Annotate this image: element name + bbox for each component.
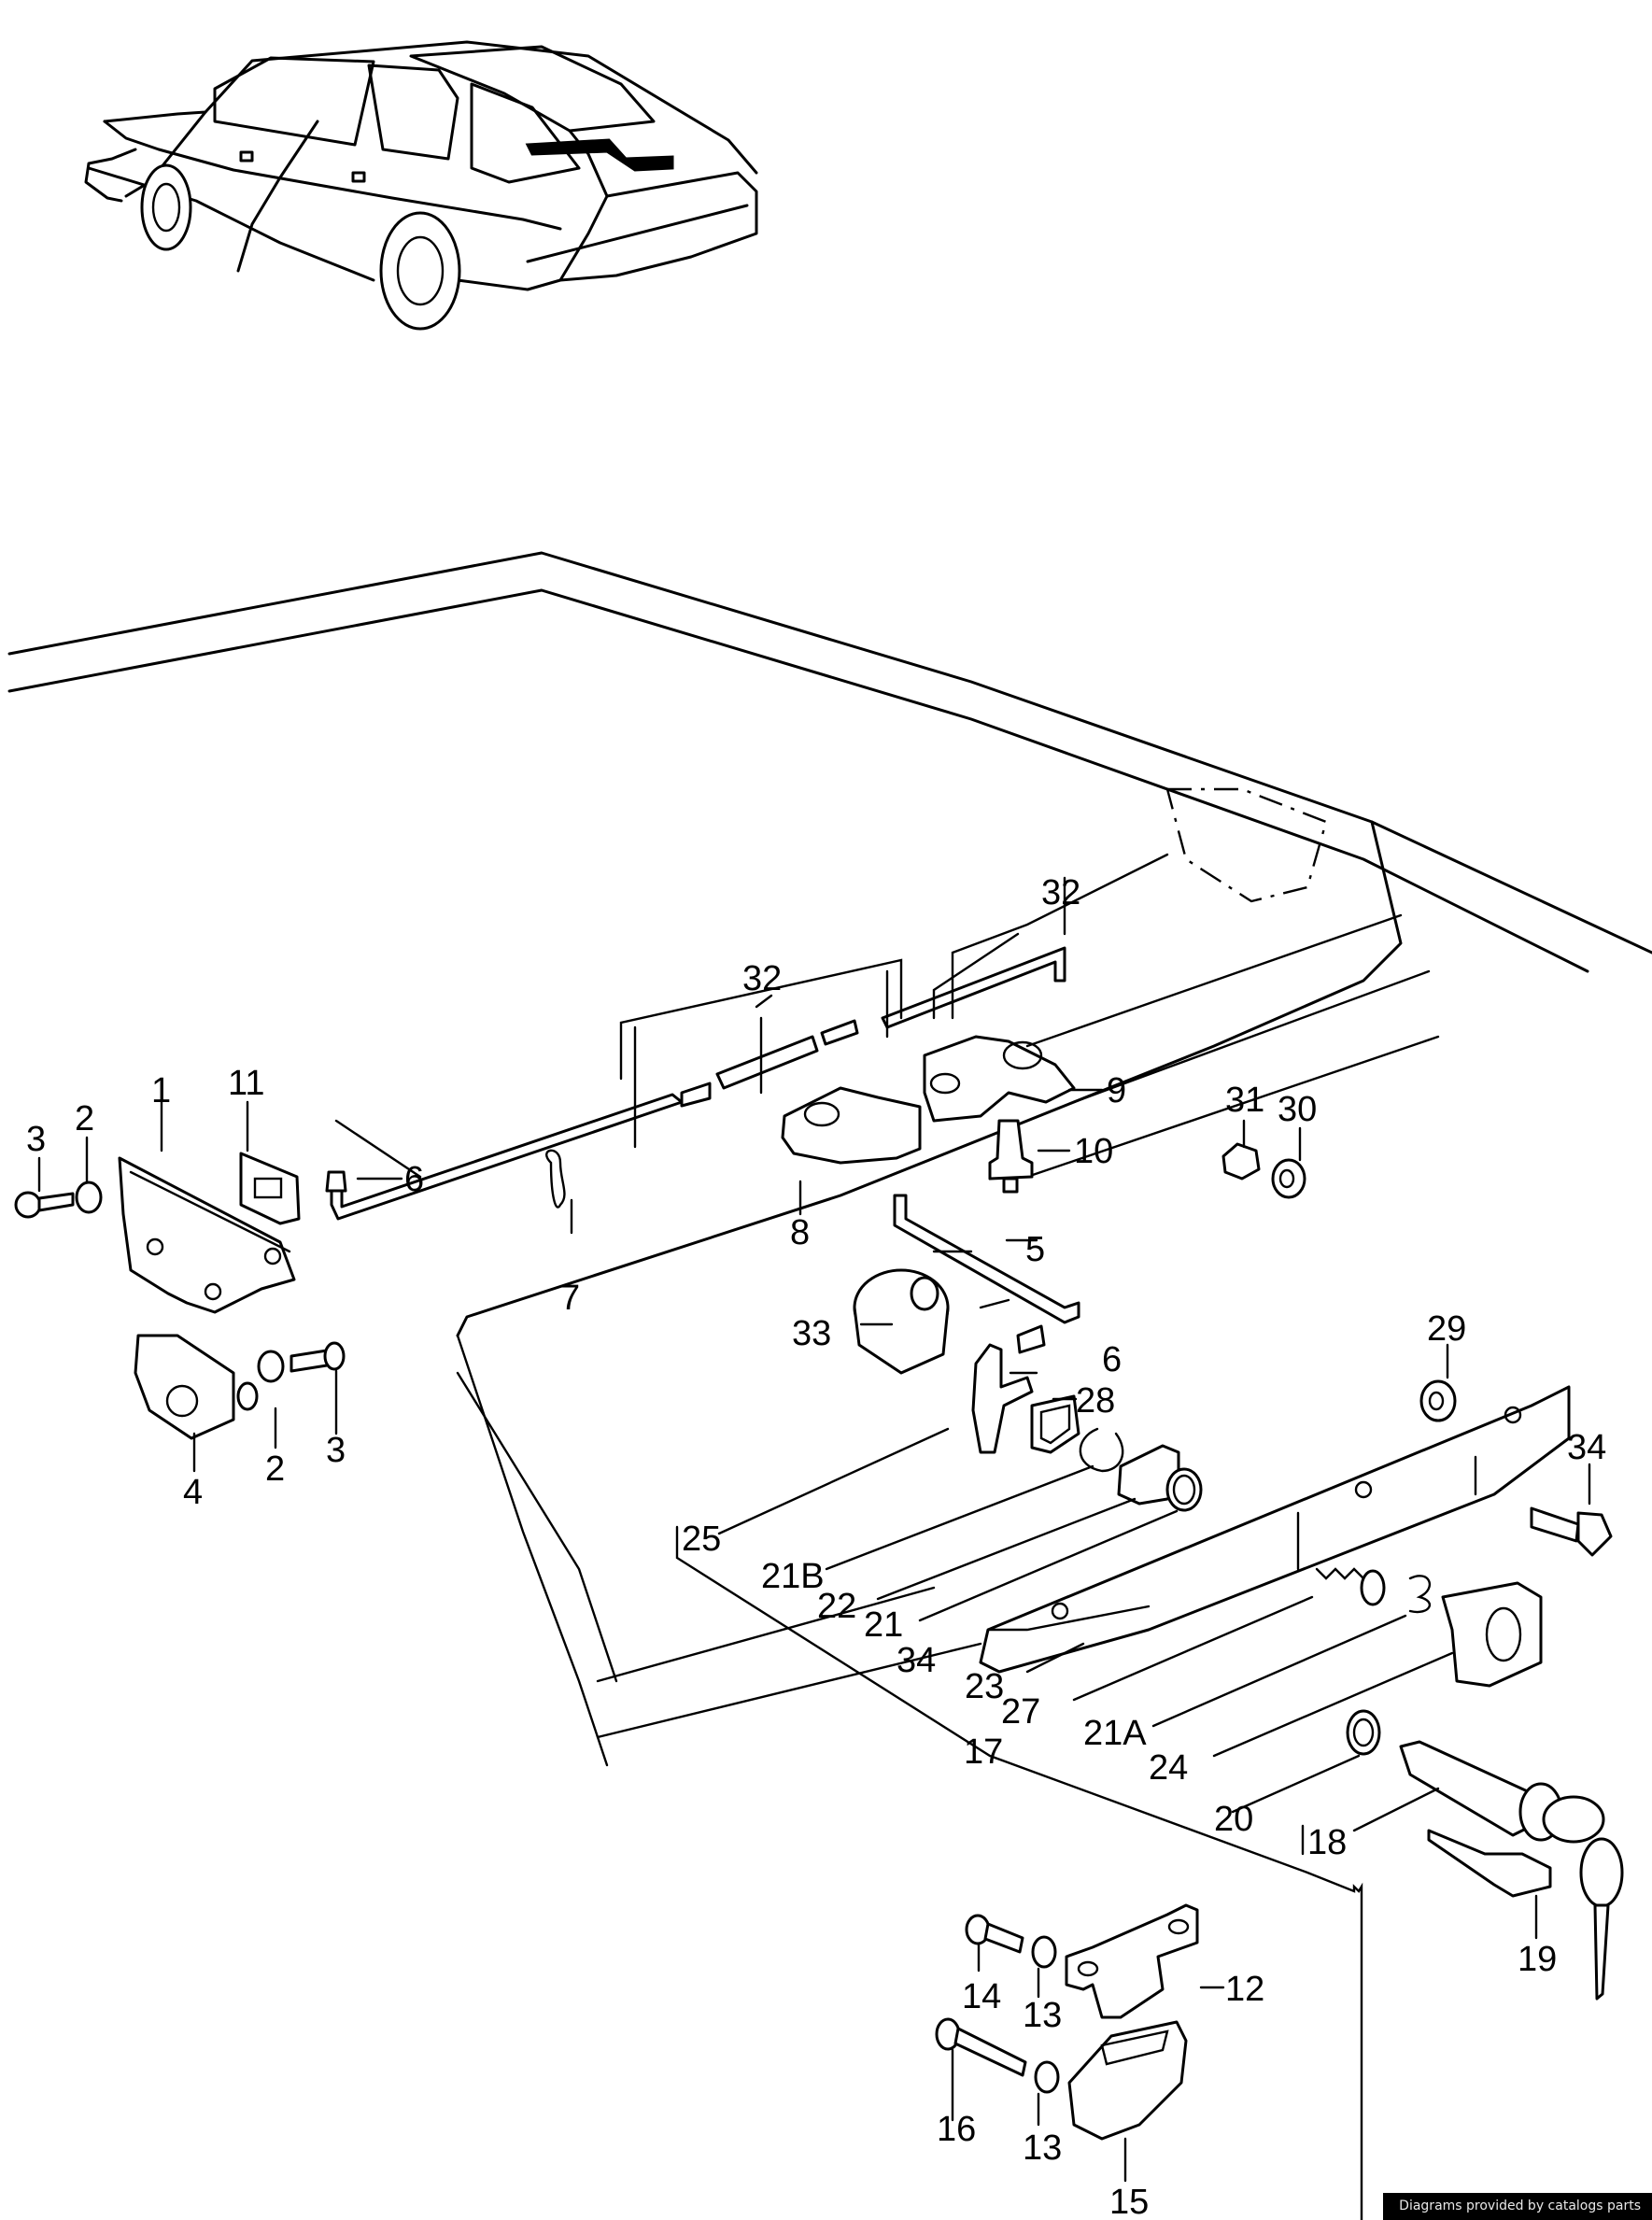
rod-bracket-indicator — [619, 876, 1066, 1149]
callout-23: 23 — [965, 1667, 1004, 1706]
bolt-part — [257, 1341, 346, 1383]
callout-16: 16 — [937, 2110, 976, 2149]
callout-31: 31 — [1225, 1081, 1264, 1120]
handle-part — [979, 1385, 1571, 1674]
callout-6: 6 — [1102, 1340, 1122, 1379]
callout-32: 32 — [1041, 873, 1080, 912]
lock-body-part — [118, 1156, 296, 1314]
hatch-panel-outline — [7, 551, 1652, 1767]
callout-34: 34 — [897, 1641, 936, 1680]
bell-crank-part — [923, 1035, 1076, 1123]
callout-34: 34 — [1567, 1428, 1606, 1467]
diagram-credit-badge: Diagrams provided by catalogs parts — [1383, 2193, 1652, 2220]
callout-13: 13 — [1023, 1996, 1062, 2035]
buffer-housing-part — [1067, 2020, 1188, 2141]
callout-24: 24 — [1149, 1748, 1188, 1788]
callout-4: 4 — [183, 1473, 203, 1512]
callout-14: 14 — [962, 1977, 1001, 2016]
actuating-lever-part — [971, 1343, 1034, 1454]
callout-18: 18 — [1307, 1823, 1347, 1862]
callout-10: 10 — [1074, 1132, 1113, 1171]
callout-3: 3 — [326, 1431, 346, 1470]
striker-plate-part — [134, 1334, 259, 1440]
callout-labels: 1 2 2 3 3 4 5 6 6 7 8 9 10 11 12 13 13 1… — [26, 873, 1606, 2220]
callout-9: 9 — [1107, 1071, 1126, 1110]
washer-parts — [1221, 1142, 1457, 1422]
spring-part — [1346, 1709, 1381, 1756]
cap-part — [853, 1268, 950, 1375]
callout-8: 8 — [790, 1213, 810, 1252]
callout-30: 30 — [1278, 1090, 1317, 1129]
callout-28: 28 — [1076, 1381, 1115, 1421]
key-blank-part — [1427, 1829, 1552, 1898]
cylinder-housing-part — [1441, 1581, 1543, 1688]
callout-21: 21 — [864, 1605, 903, 1645]
bracket-part — [1065, 1903, 1199, 2019]
screw-14-part — [965, 1914, 1057, 1969]
compression-spring-part — [1315, 1567, 1386, 1606]
screw-16-part — [935, 2017, 1060, 2094]
callout-21b: 21B — [761, 1557, 825, 1596]
callout-7: 7 — [560, 1279, 580, 1318]
callout-11: 11 — [228, 1064, 264, 1103]
callout-33: 33 — [792, 1314, 831, 1353]
lock-cylinder-part — [1399, 1740, 1624, 2001]
callout-2: 2 — [265, 1449, 285, 1489]
gasket-part — [1030, 1394, 1080, 1454]
circlip-21b-part — [1079, 1427, 1124, 1473]
callout-1: 1 — [151, 1071, 171, 1110]
callout-2: 2 — [75, 1099, 94, 1138]
callout-17: 17 — [964, 1732, 1003, 1772]
rod-assembly — [330, 853, 1169, 1324]
callout-13: 13 — [1023, 2128, 1062, 2168]
clip-parts — [325, 1149, 1046, 1354]
car-overview-illustration — [84, 40, 758, 331]
seal-part — [239, 1152, 301, 1225]
callout-21a: 21A — [1083, 1714, 1147, 1753]
pivot-pin-part — [988, 1119, 1034, 1194]
callout-22: 22 — [817, 1587, 856, 1626]
callout-15: 15 — [1109, 2183, 1149, 2220]
callout-32: 32 — [742, 959, 782, 998]
callout-3: 3 — [26, 1120, 46, 1159]
callout-6: 6 — [404, 1160, 424, 1199]
screw-part — [14, 1181, 103, 1219]
lever-part — [781, 1086, 922, 1165]
circlip-21a-part — [1408, 1575, 1432, 1614]
callout-27: 27 — [1001, 1692, 1040, 1732]
callout-19: 19 — [1518, 1940, 1557, 1979]
group-bracket-17 — [675, 1525, 1363, 2220]
callout-25: 25 — [682, 1520, 721, 1559]
callout-20: 20 — [1214, 1800, 1253, 1839]
callout-12: 12 — [1225, 1970, 1264, 2009]
leader-lines — [37, 1088, 1591, 2183]
o-ring-part — [1165, 1467, 1203, 1512]
callout-5: 5 — [1025, 1230, 1045, 1269]
callout-29: 29 — [1427, 1309, 1466, 1349]
handle-bolt-part — [1530, 1506, 1613, 1557]
